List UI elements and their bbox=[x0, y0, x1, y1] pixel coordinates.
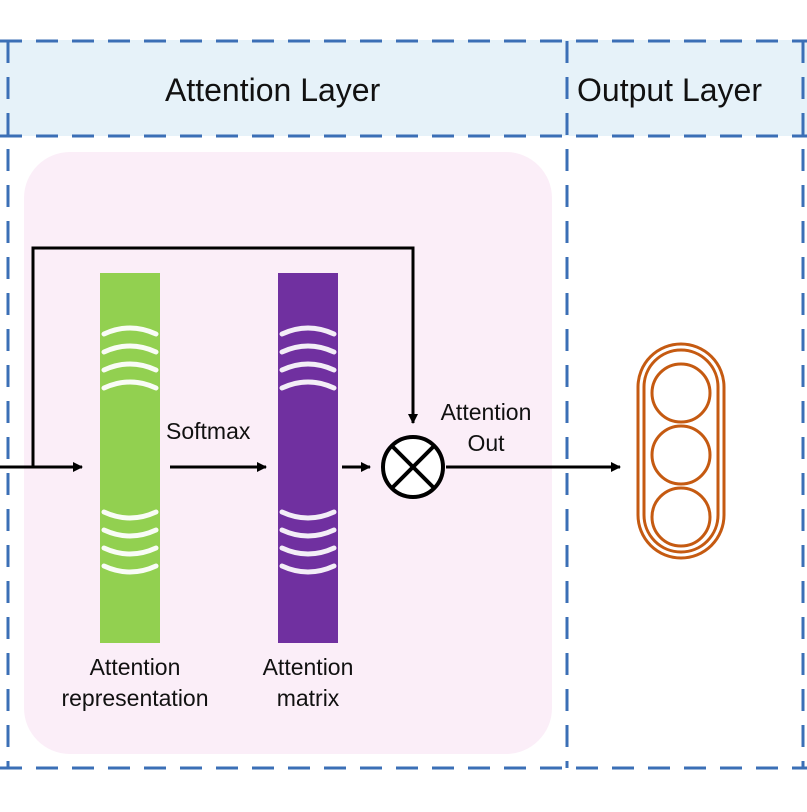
matrix-caption-line1: Attention bbox=[262, 654, 354, 680]
matrix-caption: Attention matrix bbox=[243, 652, 373, 714]
flow-arrows bbox=[0, 246, 621, 472]
softmax-label: Softmax bbox=[166, 418, 251, 444]
representation-caption: Attention representation bbox=[40, 652, 230, 714]
representation-caption-line2: representation bbox=[61, 685, 209, 711]
matrix-bar bbox=[278, 273, 338, 643]
representation-caption-line1: Attention bbox=[89, 654, 181, 680]
section-borders bbox=[0, 39, 807, 770]
circled-times-icon bbox=[381, 435, 445, 499]
output-layer-title: Output Layer bbox=[577, 72, 762, 108]
attention-out-line2: Out bbox=[467, 430, 505, 456]
attention-layer-title: Attention Layer bbox=[165, 72, 381, 108]
header-band bbox=[0, 40, 807, 136]
attention-out-line1: Attention bbox=[440, 399, 532, 425]
matrix-caption-line2: matrix bbox=[276, 685, 340, 711]
skip-connection-arrow bbox=[31, 246, 418, 467]
attention-out-label: Attention Out bbox=[424, 397, 548, 459]
neuron-column-icon bbox=[636, 342, 726, 560]
representation-bar bbox=[100, 273, 160, 643]
